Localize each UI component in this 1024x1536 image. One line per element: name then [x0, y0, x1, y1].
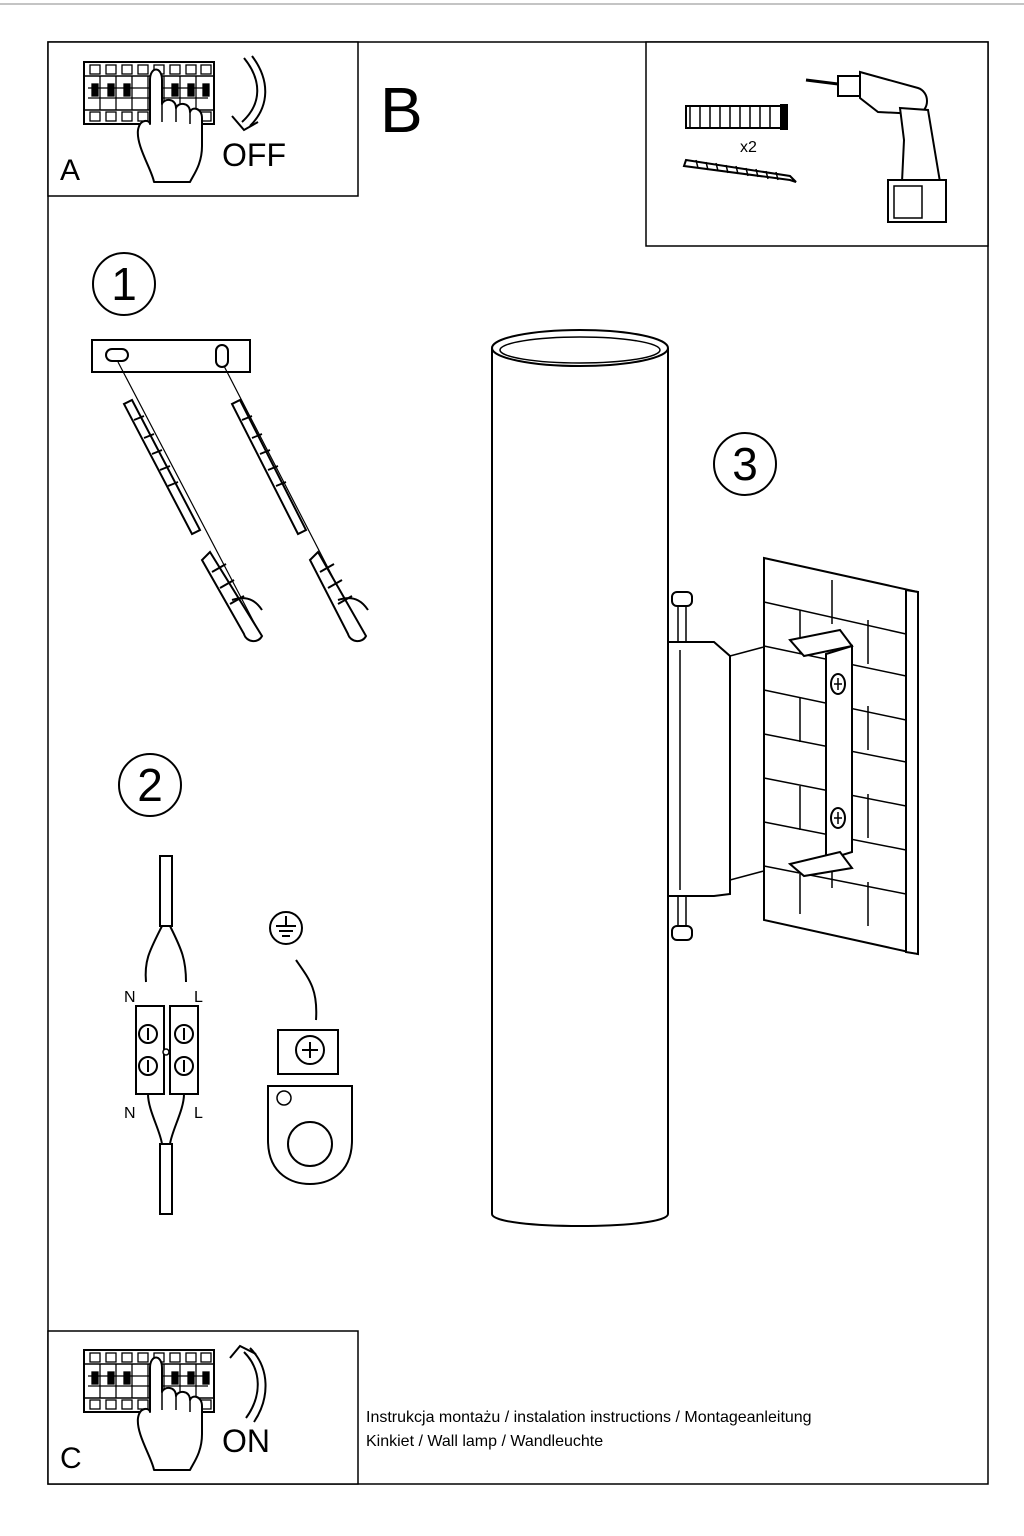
screw-left-icon [122, 398, 202, 536]
panel-c-letter: C [60, 1442, 82, 1475]
drill-icon [805, 70, 947, 223]
wall-plug-left-icon [200, 550, 264, 642]
live-bottom-label: L [194, 1105, 203, 1122]
mount-screw-top [671, 591, 693, 642]
neutral-top-label: N [124, 989, 136, 1006]
footer-line-1: Instrukcja montażu / instalation instruc… [366, 1409, 812, 1426]
step-2-circle [118, 753, 182, 817]
wall-plug-icon [685, 104, 788, 130]
neutral-bottom-label: N [124, 1105, 136, 1122]
step-3: 3 [491, 329, 919, 1227]
screw-right-icon [230, 398, 308, 536]
terminal-block [135, 1005, 199, 1095]
panel-a-letter: A [60, 154, 80, 187]
lamp-cable [147, 1093, 185, 1215]
supply-cable [144, 855, 187, 983]
step-2-number: 2 [137, 759, 163, 811]
screw-icon [682, 158, 797, 183]
step-1-number: 1 [111, 258, 137, 310]
wall-plug-right-icon [308, 550, 369, 642]
step-1: 1 [91, 252, 369, 642]
page-frame [47, 41, 989, 1485]
panel-a: OFF A [47, 41, 359, 197]
arrow-up-icon [229, 1344, 267, 1423]
step-3-circle [713, 432, 777, 496]
step-2: 2 N L N L [118, 753, 353, 1215]
panel-b-letter: B [380, 74, 423, 146]
footer-line-2: Kinkiet / Wall lamp / Wandleuchte [366, 1433, 603, 1450]
lamp-cylinder [491, 329, 669, 1227]
panel-c-action: ON [222, 1423, 270, 1459]
panel-a-action: OFF [222, 137, 286, 173]
wall-bracket [787, 628, 854, 878]
panel-c: ON C [47, 1330, 359, 1485]
mount-screw-bottom [671, 896, 693, 941]
arrow-down-icon [231, 55, 267, 132]
ground-terminal [267, 959, 353, 1186]
live-top-label: L [194, 989, 203, 1006]
panel-b-fixings: x2 [645, 41, 989, 247]
ground-icon [269, 911, 303, 945]
step-3-number: 3 [732, 438, 758, 490]
fixing-quantity: x2 [740, 139, 757, 156]
step-1-circle [92, 252, 156, 316]
